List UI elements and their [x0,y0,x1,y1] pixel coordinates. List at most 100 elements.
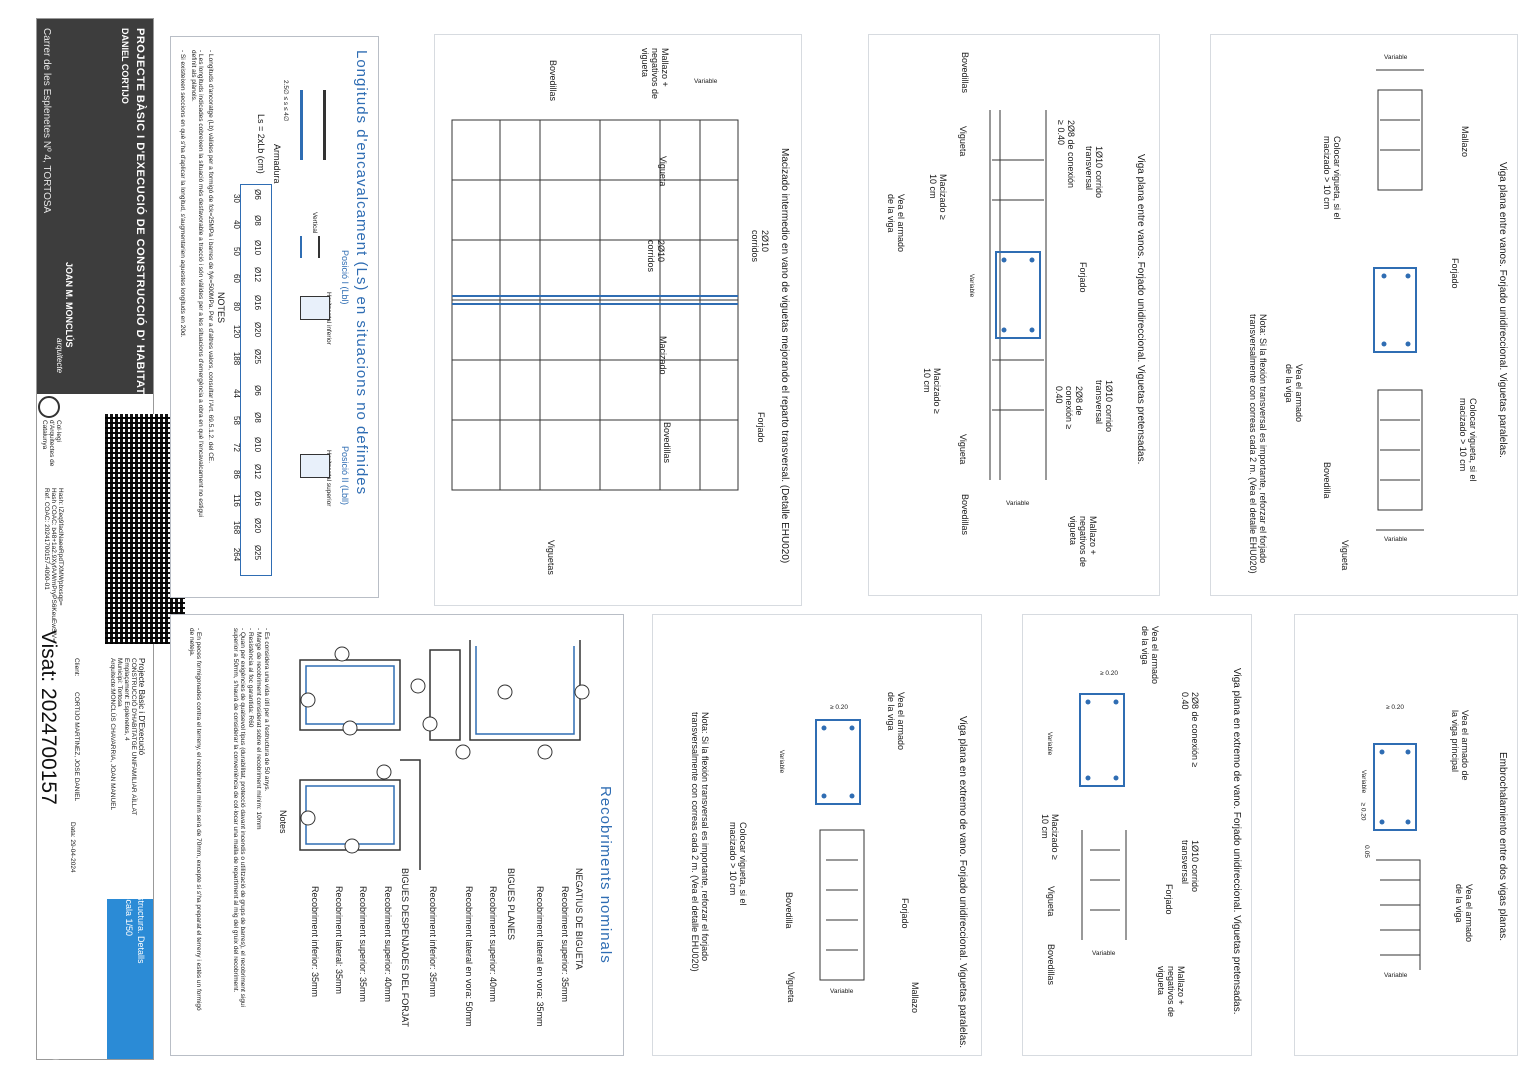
dia-p2-1: Ø8 [252,412,262,423]
d6-title: Viga plana en extremo de vano. Forjado u… [957,716,968,1049]
d3-label-vigueta: Vigueta [658,156,668,187]
dia-p1-5: Ø20 [253,321,263,338]
d5-label-macizado: Macizado ≥ 10 cm [1040,814,1060,860]
val-p2-5: 168 [232,520,242,535]
d6-label-colocar: Colocar vigueta, si el macizado > 10 cm [728,822,748,906]
dia-p2-6: Ø25 [253,544,263,561]
d2-label-vea: Vea el armado de la viga [886,194,906,253]
val-p2-3: 86 [231,470,241,479]
cover-item-1: Recobriment superior: 35mm [560,886,570,1003]
d3-label-bovedillas-1: Bovedillas [548,60,558,102]
d5-label-mallazo: Mallazo + negativos de vigueta [1156,966,1186,1018]
val-p1-5: 120 [232,324,242,339]
d1-title: Viga plana entre vanos. Forjado unidirec… [1497,162,1508,458]
d5-label-bovedillas: Bovedillas [1046,944,1056,986]
cover-item-2: Recobriment lateral en vora: 35mm [535,886,545,1027]
lap-grid [240,184,272,576]
d6-label-mallazo: Mallazo [910,982,920,1014]
d3-label-corridos-1: 2Ø10 corridos [750,230,770,263]
d5-label-conexion: 2Ø8 de conexión ≥ 0.40 [1180,692,1200,768]
d3-label-bovedillas-2: Bovedillas [662,422,672,464]
d5-label-vea: Vea el armado de la viga [1140,626,1160,685]
d6-label-vea: Vea el armado de la viga [886,692,906,751]
d3-label-corridos-2: 2Ø10 corridos [646,240,666,273]
val-p2-6: 264 [232,547,242,562]
val-p1-0: 30 [231,194,241,203]
cover-item-3: Recobriment superior: 40mm [488,886,498,1003]
detail-frame-d4 [1294,614,1518,1056]
d3-title: Macizado intermedio en vano de viguetas … [779,148,790,564]
val-p1-3: 60 [231,274,241,283]
project-desc-1: Projecte Bàsic i D'Execució [137,658,146,756]
lap-table-title: Longituds d'encavalcament (Ls) en situac… [353,50,370,496]
detail-frame-d1 [1210,34,1518,596]
cover-item-8: Recobriment inferior: 35mm [310,886,320,998]
cover-item-4: Recobriment lateral en vora: 50mm [464,886,474,1027]
d4-label-min-2: ≥ 0.20 [1359,802,1367,821]
detail-frame-d2 [868,34,1160,596]
lap-length-panel [170,36,379,598]
d3-label-viguetas: Viguetas [546,540,556,575]
val-p1-2: 50 [231,247,241,256]
visat-number: Visat: 2024700157 [37,630,60,805]
horiz-sup-icon [300,454,330,478]
d2-label-bovedillas-1: Bovedillas [960,52,970,94]
hash-line-2: Hash COAC: b48+1a2.9XyfA/WmPryPS6KeuEwSl… [50,488,57,642]
d4-label-variable-2: Variable [1384,972,1408,979]
dia-p1-6: Ø25 [253,348,263,365]
cover-group-3: BIGUES DESPENJADES DEL FORJAT [400,868,410,1028]
cover-item-6a: Recobriment superior: 40mm [383,886,393,1003]
dia-p1-1: Ø8 [252,215,262,226]
d2-label-corrido-2: 1Ø10 corrido transversal [1094,380,1114,433]
project-owner: DANIEL CORTIJO [120,28,130,104]
d1-label-variable-top: Variable [1384,54,1408,61]
dia-p1-2: Ø10 [253,239,263,256]
d6-label-variable-1: Variable [778,749,786,774]
d1-label-vea: Vea el armado de la viga [1284,364,1304,423]
d2-title: Viga plana entre vanos. Forjado unidirec… [1135,154,1146,465]
d1-label-bovedilla: Bovedilla [1322,462,1332,499]
d5-label-min: ≥ 0.20 [1100,670,1119,677]
val-p1-4: 80 [231,302,241,311]
client-name: CORTIJO MARTINEZ, JOSE DANIEL [73,692,80,802]
dia-p1-0: Ø6 [252,189,262,200]
position-1-label: Posició I (Lbl) [340,250,350,305]
d4-label-vea: Vea el armado de la viga [1454,884,1474,943]
cover-note-3: - Resistència al foc garantida: R60 [247,628,254,728]
cover-note-1: - Es considera una vida útil per a l'est… [263,628,270,792]
d2-label-corrido-1: 1Ø10 corrido transversal [1084,146,1104,199]
project-address: Carrer de les Esplenetes Nº 4, TORTOSA [41,28,52,214]
d3-label-mallazo: Mallazo + negativos de vigueta [640,48,670,100]
d4-label-clearance: 0.05 [1362,845,1370,858]
cover-group-1: NEGATIUS DE BIGUETA [574,868,584,970]
project-desc-5: Arquitecte:MONCLÚS CHAVARRIA, JOAN MANUE… [109,658,116,811]
cover-note-2: - Marge de recobriment considerat sobre … [255,628,262,830]
sheet-code: E10 [36,1000,74,1061]
cover-item-7: Recobriment lateral: 35mm [334,886,344,995]
d2-label-vigueta-1: Vigueta [958,126,968,157]
drawing-date: Data: 29-04-2024 [69,822,76,873]
d6-label-bovedilla: Bovedilla [784,892,794,929]
armadura-label: Armadura [272,144,282,184]
client-label: Client: [73,658,80,677]
dia-p1-4: Ø16 [253,294,263,311]
d5-label-variable-1: Variable [1046,731,1054,756]
d5-label-forjado: Forjado [1164,884,1174,915]
cover-note-4: - Quan per exigències de qualsevol tipus… [232,628,246,1008]
d6-label-forjado: Forjado [900,898,910,929]
project-desc-4: Municipi: Tortosa [116,658,123,707]
hash-line-3: Ref. COAC: 20241700157-4090-01 [43,488,50,590]
architect-name: JOAN M. MONCLÚS [64,262,74,348]
d2-label-vigueta-2: Vigueta [958,434,968,465]
college-logo-icon [38,396,60,418]
d4-label-variable-1: Variable [1360,769,1368,794]
dia-p2-2: Ø10 [253,436,263,453]
d2-label-conexion-1: 2Ø8 de conexión ≥ 0.40 [1056,120,1076,189]
d1-label-forjado: Forjado [1450,258,1460,289]
dia-p2-0: Ø6 [252,385,262,396]
project-title: PROJECTE BÀSIC I D'EXECUCIÓ DE CONSTRUCC… [134,28,146,412]
d1-label-mallazo: Mallazo [1460,126,1470,158]
d2-label-variable-2: Variable [1006,500,1030,507]
lap-note-3: - Si existeixen seccions en què s'ha d'a… [179,50,186,338]
d2-label-mallazo: Mallazo + negativos de vigueta [1068,516,1098,568]
